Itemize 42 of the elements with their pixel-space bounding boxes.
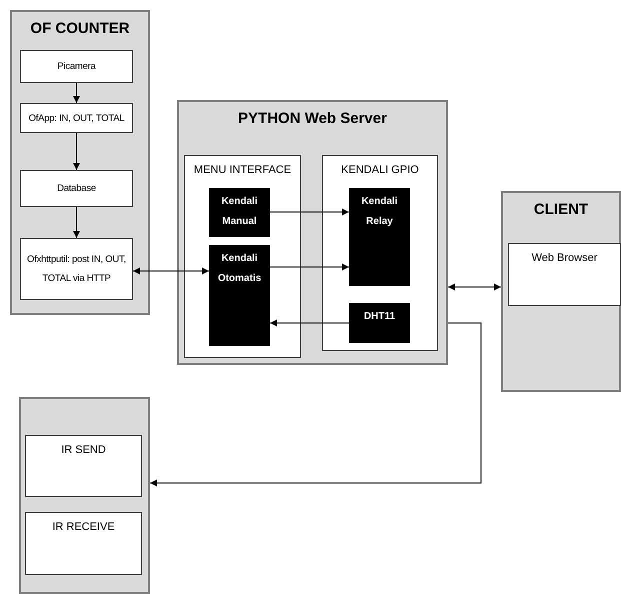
arrow [150,322,482,486]
process-box [20,103,133,133]
node-label: OF COUNTER [29,19,131,39]
arrow [270,320,350,326]
arrow [73,206,80,238]
node-label: IR RECEIVE [51,520,116,535]
panel-box [322,155,438,351]
node-label: IR SEND [60,443,107,458]
group-box [19,397,150,594]
panel-box [25,435,142,497]
arrow [270,264,350,270]
node-label: Web Browser [530,251,598,266]
process-box [20,238,133,300]
node-label: PYTHON Web Server [237,109,388,129]
node-label: Kendali Otomatis [216,252,262,286]
node-label: Ofxhttputil: post IN, OUT, TOTAL via HTTP [26,253,127,286]
arrow [73,132,80,170]
process-box [349,188,410,286]
group-box [10,10,150,315]
process-box [209,245,270,346]
panel-box [184,155,301,358]
node-label: DHT11 [362,310,396,324]
group-box [177,100,448,365]
node-label: KENDALI GPIO [340,163,420,178]
panel-box [508,243,621,306]
node-label: MENU INTERFACE [192,163,292,178]
arrow [270,208,350,216]
node-label: Database [57,182,96,196]
process-box [209,188,270,237]
arrow [448,284,502,290]
node-label: Picamera [57,60,96,74]
node-label: CLIENT [532,200,590,220]
node-label: Kendali Manual [220,195,259,229]
process-box [349,303,410,343]
group-box [501,191,621,392]
process-box [20,50,133,83]
node-label: OfApp: IN, OUT, TOTAL [28,112,124,126]
arrow [73,82,80,104]
panel-box [25,512,142,575]
node-label: Kendali Relay [360,195,399,229]
process-box [20,170,133,207]
arrow [132,268,210,274]
